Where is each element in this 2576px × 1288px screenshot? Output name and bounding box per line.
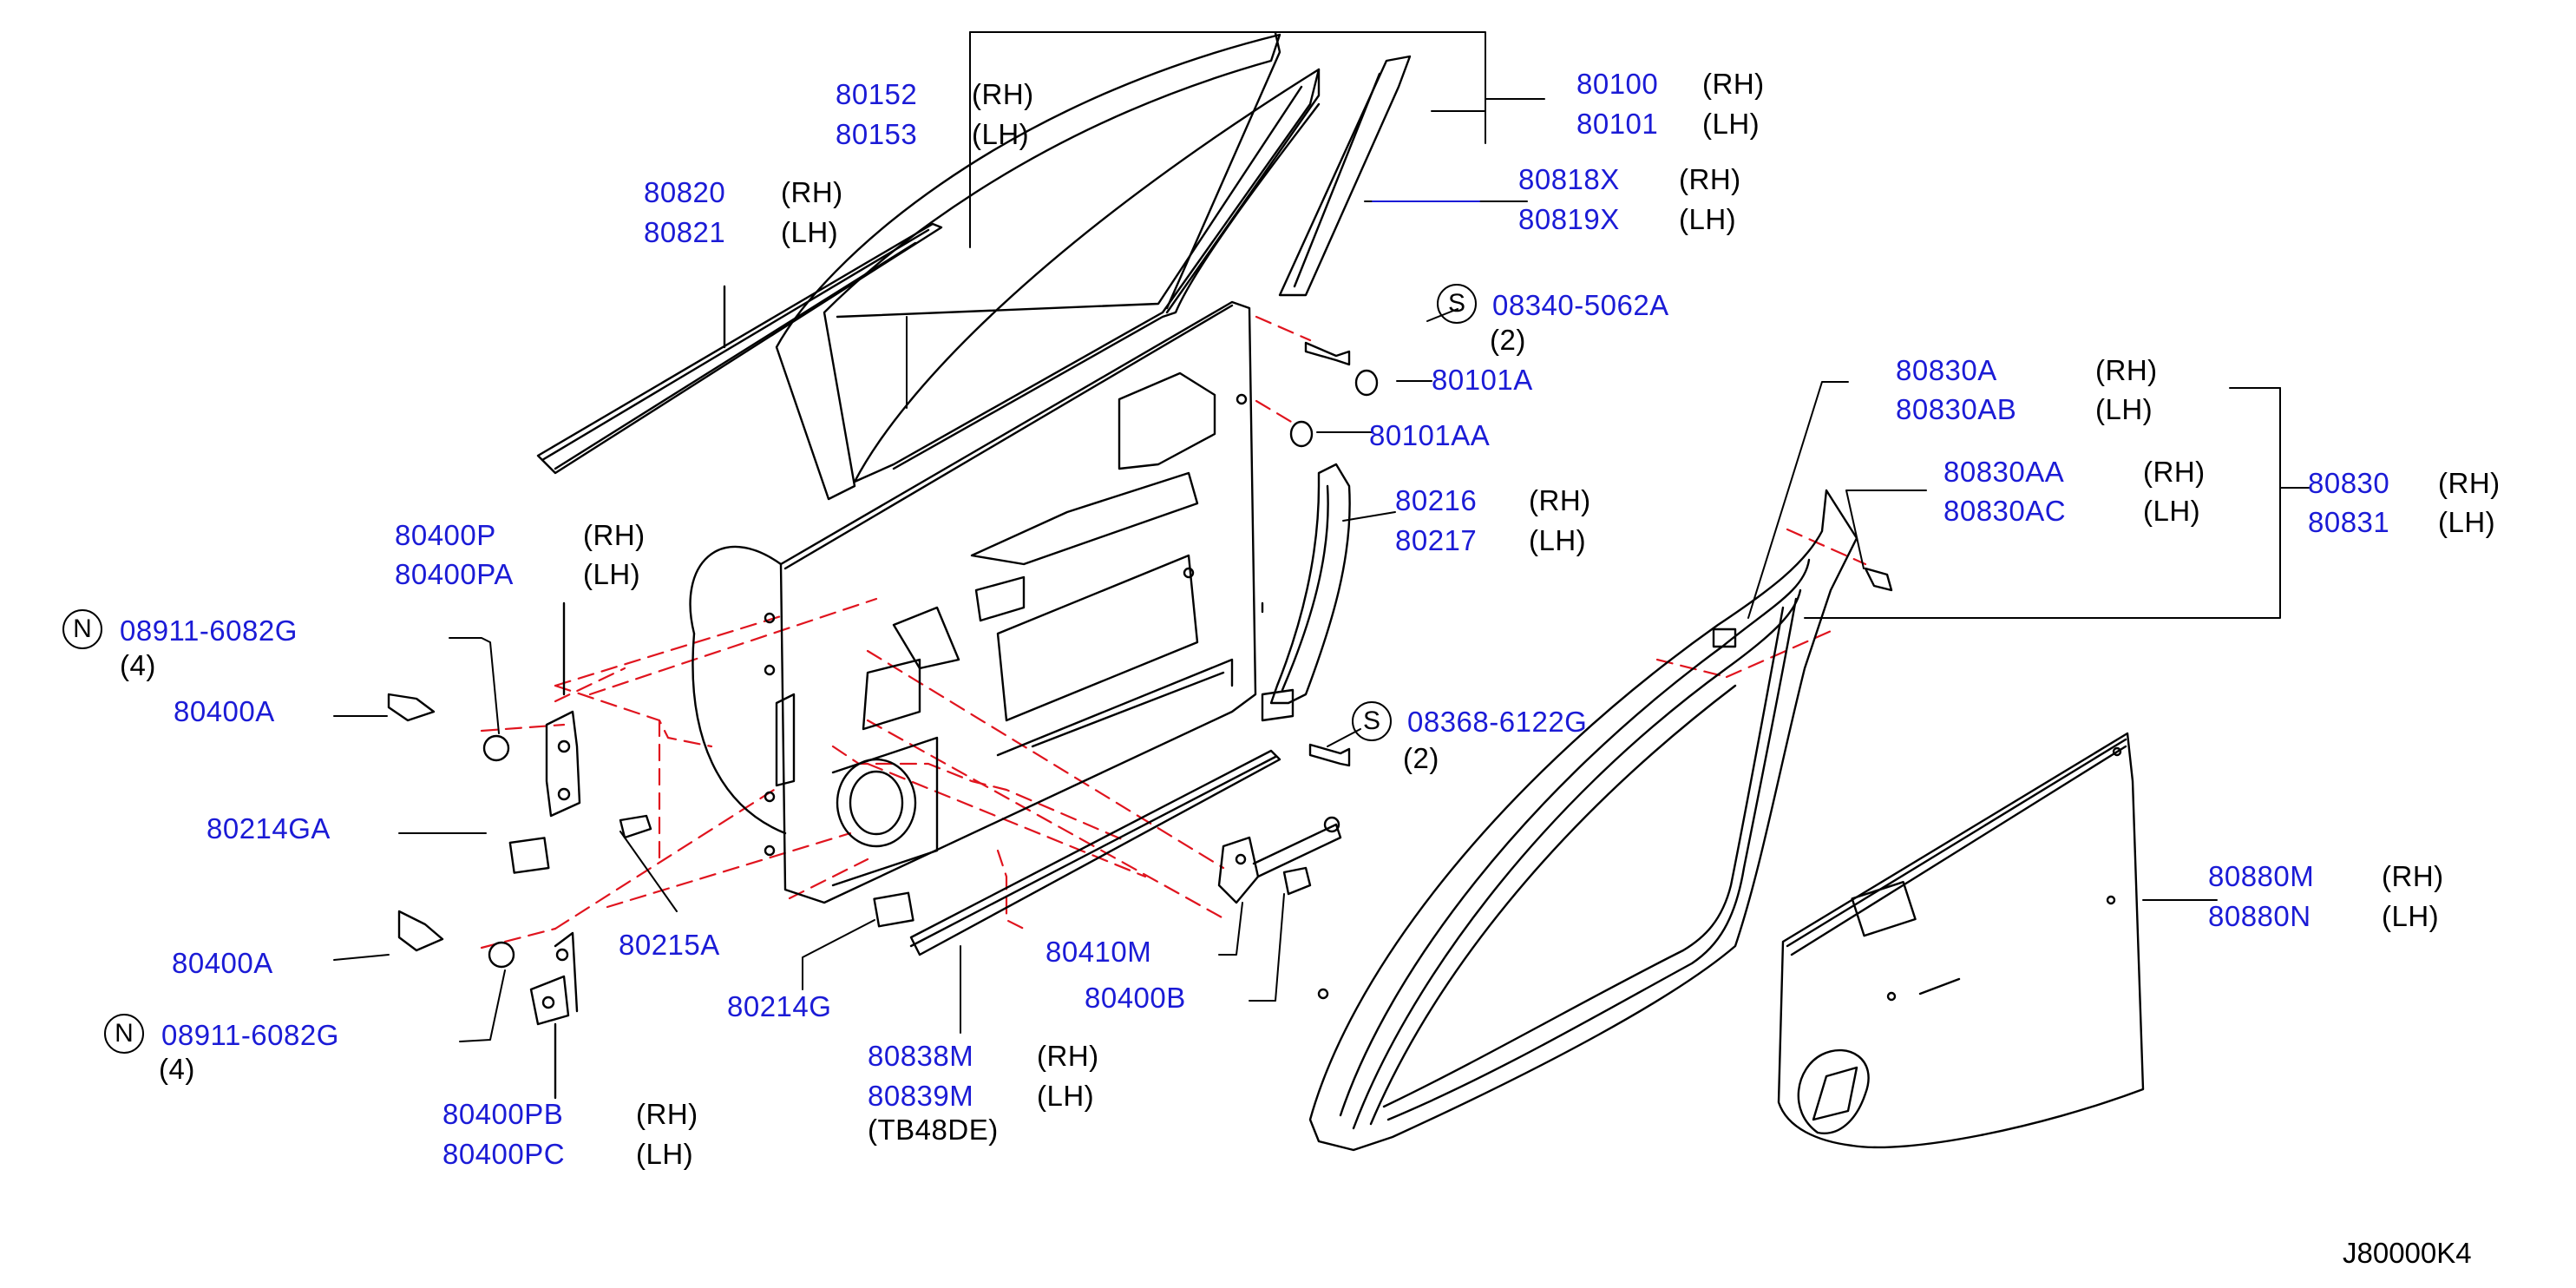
side-lh: (LH) — [1037, 1080, 1095, 1112]
side-lh: (LH) — [2382, 900, 2440, 932]
part-08368-6122G[interactable]: 08368-6122G — [1407, 706, 1588, 738]
part-80400PA[interactable]: 80400PA — [395, 558, 514, 590]
sash-channel — [1261, 463, 1351, 722]
part-80101A[interactable]: 80101A — [1432, 364, 1533, 396]
side-lh: (LH) — [972, 118, 1030, 150]
part-80818X[interactable]: 80818X — [1518, 163, 1620, 195]
part-80880M[interactable]: 80880M — [2208, 860, 2315, 892]
part-80880N[interactable]: 80880N — [2208, 900, 2311, 932]
part-80830A[interactable]: 80830A — [1896, 354, 1997, 386]
part-80838M[interactable]: 80838M — [868, 1040, 974, 1072]
door-panel — [689, 300, 1264, 904]
side-lh: (LH) — [781, 216, 839, 248]
part-80214G[interactable]: 80214G — [727, 990, 832, 1022]
side-lh: (LH) — [636, 1138, 694, 1170]
part-80831[interactable]: 80831 — [2308, 506, 2390, 538]
nut-code-circle: N — [104, 1014, 144, 1054]
screw-code-circle: S — [1437, 284, 1477, 324]
side-rh: (RH) — [1679, 163, 1741, 195]
outside-molding — [536, 222, 943, 475]
diagram-id: J80000K4 — [2343, 1237, 2472, 1269]
check-link — [1217, 816, 1342, 904]
part-80839M[interactable]: 80839M — [868, 1080, 974, 1112]
quantity: (2) — [1490, 324, 1526, 356]
part-80410M[interactable]: 80410M — [1045, 936, 1152, 968]
screw-code-circle: S — [1352, 701, 1392, 741]
door-finisher — [1777, 732, 2145, 1149]
part-80830AC[interactable]: 80830AC — [1943, 495, 2067, 527]
side-rh: (RH) — [583, 519, 646, 551]
lower-molding — [909, 749, 1281, 956]
side-rh: (RH) — [1702, 68, 1765, 100]
side-rh: (RH) — [2382, 860, 2444, 892]
part-80214GA[interactable]: 80214GA — [206, 812, 331, 844]
side-rh: (RH) — [972, 78, 1034, 110]
side-lh: (LH) — [2143, 495, 2201, 527]
side-rh: (RH) — [2438, 467, 2501, 499]
part-80830AA[interactable]: 80830AA — [1943, 456, 2065, 488]
engine-note: (TB48DE) — [868, 1114, 999, 1146]
side-lh: (LH) — [2438, 506, 2496, 538]
side-rh: (RH) — [781, 176, 843, 208]
nut-code-circle: N — [62, 609, 102, 649]
part-80100[interactable]: 80100 — [1576, 68, 1659, 100]
part-80217[interactable]: 80217 — [1395, 524, 1478, 556]
part-80400P[interactable]: 80400P — [395, 519, 496, 551]
part-80152[interactable]: 80152 — [836, 78, 918, 110]
part-80400PC[interactable]: 80400PC — [442, 1138, 566, 1170]
quantity: (2) — [1403, 742, 1439, 774]
quantity: (4) — [120, 649, 156, 681]
side-lh: (LH) — [1679, 203, 1737, 235]
callout-leaders — [333, 308, 2310, 1042]
side-lh: (LH) — [1529, 524, 1587, 556]
fasteners — [387, 341, 1893, 969]
part-80830[interactable]: 80830 — [2308, 467, 2390, 499]
side-lh: (LH) — [583, 558, 641, 590]
side-lh: (LH) — [2095, 393, 2153, 425]
quantity: (4) — [159, 1053, 195, 1085]
part-80101AA[interactable]: 80101AA — [1369, 419, 1491, 451]
part-80153[interactable]: 80153 — [836, 118, 918, 150]
side-rh: (RH) — [2095, 354, 2158, 386]
part-80400PB[interactable]: 80400PB — [442, 1098, 564, 1130]
side-rh: (RH) — [2143, 456, 2206, 488]
part-80215A[interactable]: 80215A — [619, 929, 720, 961]
part-80101[interactable]: 80101 — [1576, 108, 1659, 140]
side-rh: (RH) — [636, 1098, 698, 1130]
part-80400A[interactable]: 80400A — [174, 695, 275, 727]
side-lh: (LH) — [1702, 108, 1760, 140]
assembly-dashed-lines — [480, 315, 1867, 950]
part-80819X[interactable]: 80819X — [1518, 203, 1620, 235]
hinges — [529, 601, 581, 1100]
door-sash-outline — [775, 31, 1321, 501]
part-80400B[interactable]: 80400B — [1085, 982, 1186, 1014]
glass-run-strip — [1278, 55, 1412, 297]
part-80821[interactable]: 80821 — [644, 216, 726, 248]
part-08911-6082G[interactable]: 08911-6082G — [161, 1019, 339, 1051]
part-80830AB[interactable]: 80830AB — [1896, 393, 2017, 425]
part-08340-5062A[interactable]: 08340-5062A — [1492, 289, 1669, 321]
side-rh: (RH) — [1037, 1040, 1099, 1072]
part-80400A[interactable]: 80400A — [172, 947, 273, 979]
side-rh: (RH) — [1529, 484, 1591, 516]
part-80216[interactable]: 80216 — [1395, 484, 1478, 516]
weatherstrip — [1308, 489, 1858, 1152]
part-08911-6082G[interactable]: 08911-6082G — [120, 614, 298, 647]
part-80820[interactable]: 80820 — [644, 176, 726, 208]
